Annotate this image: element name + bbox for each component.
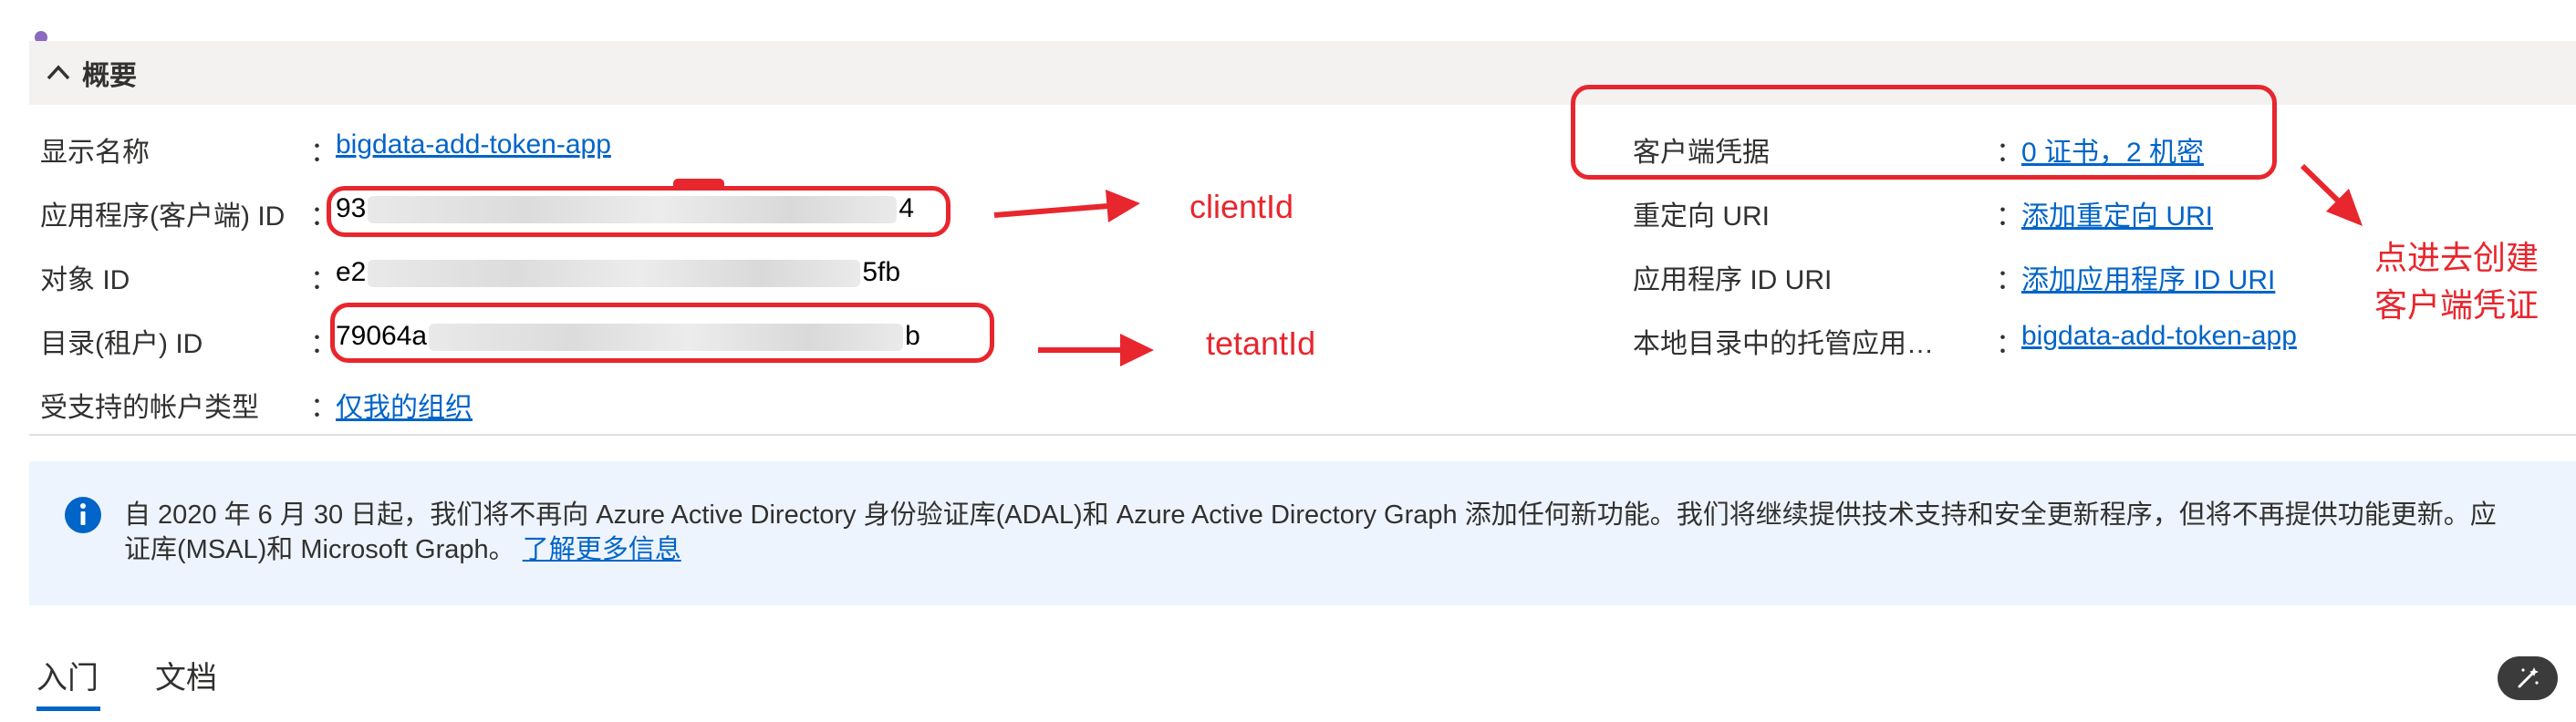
colon: ：	[1996, 201, 2023, 232]
info-circle-icon	[65, 497, 101, 533]
arrow-credentials-line	[2300, 163, 2342, 205]
status-dot	[35, 31, 47, 44]
prop-label-redirect-uri: 重定向 URI	[1633, 201, 1770, 232]
prop-label-object-id: 对象 ID	[40, 265, 130, 295]
annotation-box-tenant-id	[330, 303, 994, 363]
section-title: 概要	[82, 61, 137, 91]
info-line-1: 自 2020 年 6 月 30 日起，我们将不再向 Azure Active D…	[124, 500, 2497, 530]
display-name-link[interactable]: bigdata-add-token-app	[336, 129, 611, 160]
arrow-client-id-head	[1106, 190, 1140, 222]
redacted-blur	[368, 196, 898, 224]
prop-label-managed-app: 本地目录中的托管应用…	[1633, 329, 1934, 359]
annotation-credentials-line1: 点进去创建	[2374, 239, 2540, 276]
learn-more-link[interactable]: 了解更多信息	[522, 535, 681, 564]
tab-getting-started[interactable]: 入门	[36, 661, 99, 696]
info-message: 自 2020 年 6 月 30 日起，我们将不再向 Azure Active D…	[124, 498, 2497, 567]
prop-label-client-credentials: 客户端凭据	[1633, 138, 1770, 168]
tenant-id-value[interactable]: 79064a b	[336, 321, 920, 352]
section-divider	[29, 434, 2576, 436]
arrow-client-id-line	[993, 203, 1109, 218]
colon: ：	[1996, 329, 2023, 359]
redacted-blur	[368, 260, 861, 288]
colon: ：	[310, 138, 338, 168]
object-id-end: 5fb	[862, 257, 901, 287]
account-types-link[interactable]: 仅我的组织	[336, 393, 473, 423]
overview-section-header[interactable]: 概要	[29, 41, 2576, 105]
prop-label-client-id: 应用程序(客户端) ID	[40, 201, 286, 232]
tenant-id-end: b	[905, 321, 920, 351]
colon: ：	[310, 265, 338, 295]
prop-label-display-name: 显示名称	[40, 138, 150, 168]
annotation-box-client-id	[327, 186, 950, 237]
annotation-client-id-text: clientId	[1189, 188, 1294, 225]
object-id-value[interactable]: e2 5fb	[336, 257, 900, 288]
client-credentials-link[interactable]: 0 证书，2 机密	[2021, 138, 2205, 168]
prop-label-tenant-id: 目录(租户) ID	[40, 329, 203, 359]
colon: ：	[1996, 138, 2023, 168]
tenant-id-start: 79064a	[336, 321, 428, 351]
chevron-up-icon[interactable]	[42, 57, 75, 89]
annotation-tenant-id-text: tetantId	[1206, 325, 1316, 362]
info-line-2: 证库(MSAL)和 Microsoft Graph。 了解更多信息	[124, 532, 2497, 567]
magic-wand-button[interactable]	[2498, 656, 2558, 700]
tab-documentation[interactable]: 文档	[155, 661, 217, 696]
prop-label-account-types: 受支持的帐户类型	[40, 393, 259, 423]
managed-app-link[interactable]: bigdata-add-token-app	[2021, 321, 2297, 351]
arrow-tenant-id-head	[1120, 334, 1154, 366]
annotation-tab-mark	[673, 179, 724, 188]
redacted-blur	[429, 324, 904, 352]
colon: ：	[310, 393, 338, 423]
magic-wand-icon	[2518, 667, 2539, 688]
annotation-credentials-line2: 客户端凭证	[2374, 286, 2540, 324]
redirect-uri-link[interactable]: 添加重定向 URI	[2021, 201, 2213, 232]
annotation-box-client-credentials	[1571, 85, 2277, 180]
client-id-end: 4	[898, 193, 915, 223]
info-banner: 自 2020 年 6 月 30 日起，我们将不再向 Azure Active D…	[29, 461, 2576, 605]
active-tab-indicator	[36, 707, 100, 711]
prop-label-app-id-uri: 应用程序 ID URI	[1633, 265, 1833, 295]
object-id-start: e2	[336, 257, 367, 287]
app-id-uri-link[interactable]: 添加应用程序 ID URI	[2021, 265, 2276, 295]
colon: ：	[1996, 265, 2023, 295]
arrow-credentials-head	[2326, 189, 2363, 226]
info-line-2-text: 证库(MSAL)和 Microsoft Graph。	[124, 535, 515, 564]
